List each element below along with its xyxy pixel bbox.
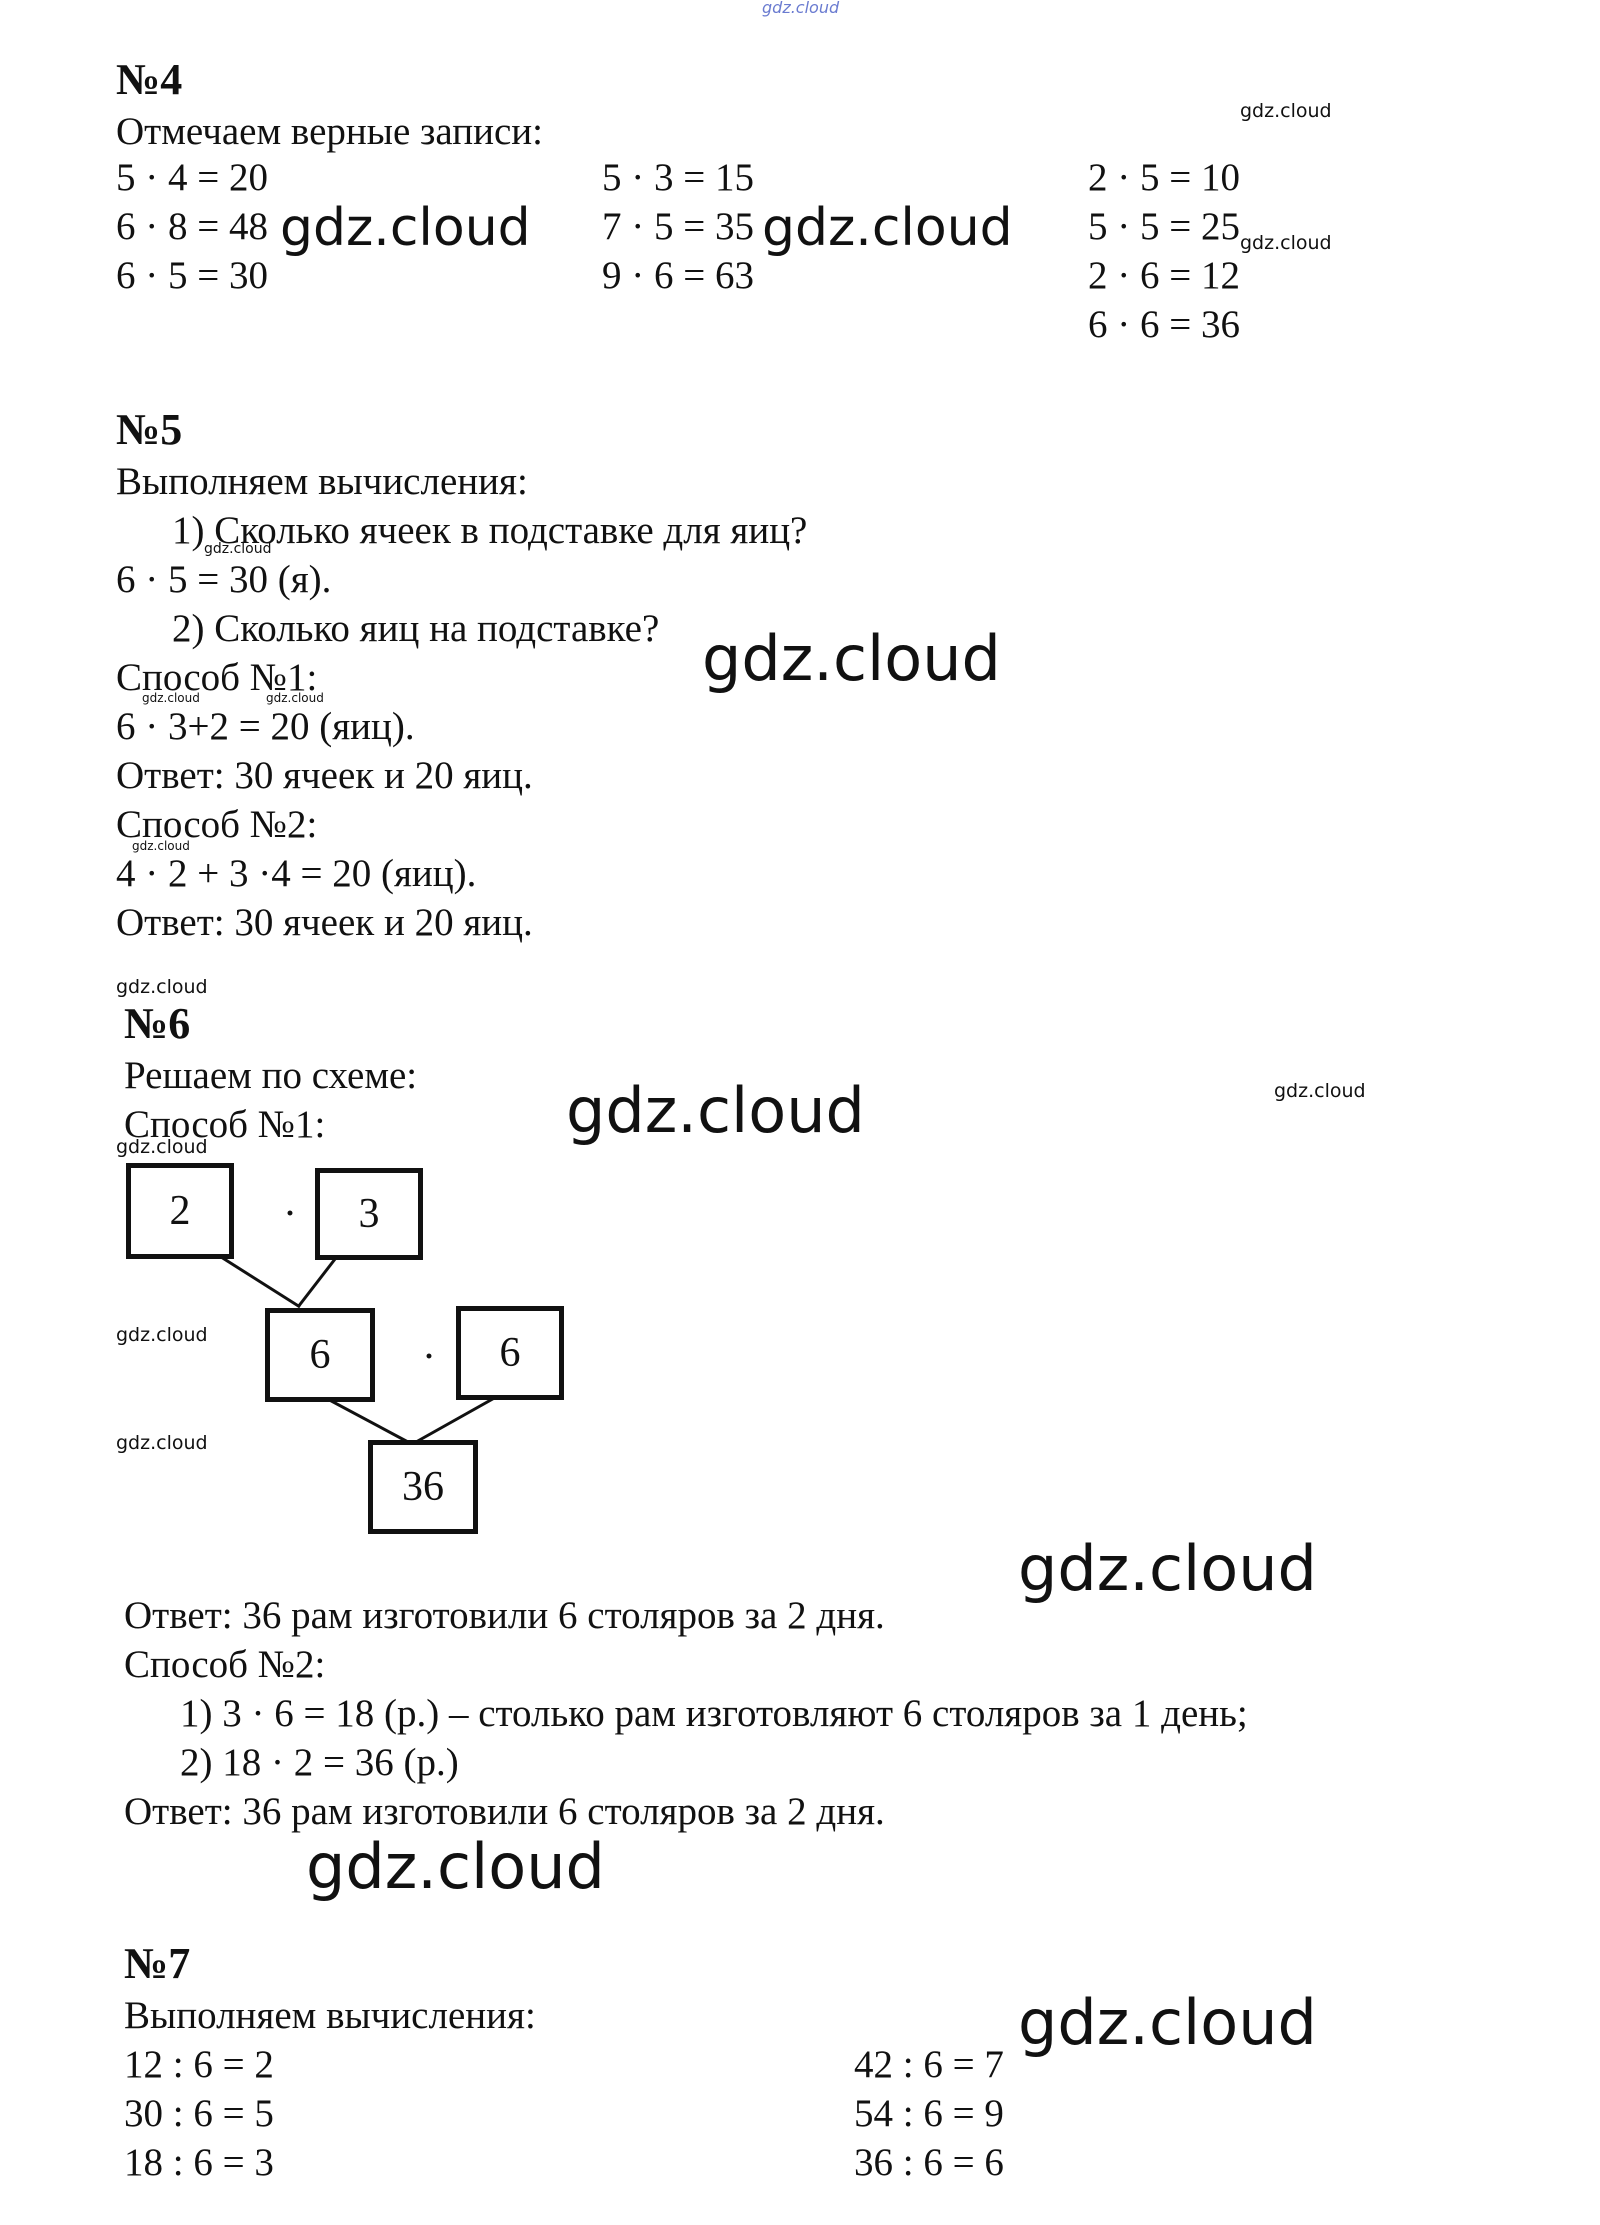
task6-answer2: Ответ: 36 рам изготовили 6 столяров за 2… bbox=[124, 1790, 885, 1833]
task5-title: №5 bbox=[116, 405, 183, 454]
watermark: gdz.cloud bbox=[116, 1324, 208, 1346]
task7-col1-line: 30 : 6 = 5 bbox=[124, 2092, 274, 2135]
task5-question1: 1) Сколько ячеек в подставке для яиц? bbox=[172, 509, 808, 552]
watermark: gdz.cloud bbox=[132, 839, 190, 853]
task5-method2-label: Способ №2: bbox=[116, 803, 318, 846]
task4-col3-line: 6 · 6 = 36 bbox=[1088, 303, 1240, 346]
task6-step2: 2) 18 · 2 = 36 (р.) bbox=[180, 1741, 459, 1784]
task6-title: №6 bbox=[124, 999, 191, 1048]
watermark: gdz.cloud bbox=[116, 1136, 208, 1158]
task6-intro: Решаем по схеме: bbox=[124, 1054, 418, 1097]
task4-col2-line: 9 · 6 = 63 bbox=[602, 254, 754, 297]
task6-answer1: Ответ: 36 рам изготовили 6 столяров за 2… bbox=[124, 1594, 885, 1637]
task5-method1-answer: Ответ: 30 ячеек и 20 яиц. bbox=[116, 754, 533, 797]
task7-title: №7 bbox=[124, 1939, 191, 1988]
watermark-top: gdz.cloud bbox=[762, 0, 840, 17]
task7-col1-line: 12 : 6 = 2 bbox=[124, 2043, 274, 2086]
watermark: gdz.cloud bbox=[280, 198, 531, 258]
watermark: gdz.cloud bbox=[116, 1432, 208, 1454]
task6-method1-label: Способ №1: bbox=[124, 1103, 326, 1146]
task7-col1-line: 18 : 6 = 3 bbox=[124, 2141, 274, 2184]
watermark: gdz.cloud bbox=[702, 622, 1001, 695]
watermark: gdz.cloud bbox=[1018, 1986, 1317, 2059]
scheme-box-product: 6 bbox=[265, 1308, 375, 1402]
watermark: gdz.cloud bbox=[1018, 1532, 1317, 1605]
task6-step1: 1) 3 · 6 = 18 (р.) – столько рам изготов… bbox=[180, 1692, 1248, 1735]
watermark: gdz.cloud bbox=[566, 1074, 865, 1147]
scheme-operator: · bbox=[422, 1334, 436, 1380]
task5-method2-calc: 4 · 2 + 3 ·4 = 20 (яиц). bbox=[116, 852, 477, 895]
task5-question2: 2) Сколько яиц на подставке? bbox=[172, 607, 660, 650]
task4-col1-line: 5 · 4 = 20 bbox=[116, 156, 268, 199]
task7-col2-line: 36 : 6 = 6 bbox=[854, 2141, 1004, 2184]
task5-method1-calc: 6 · 3+2 = 20 (яиц). bbox=[116, 705, 415, 748]
task4-intro: Отмечаем верные записи: bbox=[116, 110, 543, 153]
watermark: gdz.cloud bbox=[204, 541, 272, 557]
watermark: gdz.cloud bbox=[1240, 232, 1332, 254]
task6-method2-label: Способ №2: bbox=[124, 1643, 326, 1686]
scheme-operator: · bbox=[283, 1191, 297, 1237]
task5-method1-label: Способ №1: bbox=[116, 656, 318, 699]
task4-title: №4 bbox=[116, 55, 183, 104]
task4-col2-line: 5 · 3 = 15 bbox=[602, 156, 754, 199]
task4-col2-line: 7 · 5 = 35 bbox=[602, 205, 754, 248]
task7-col2-line: 42 : 6 = 7 bbox=[854, 2043, 1004, 2086]
scheme-box-factor: 2 bbox=[126, 1163, 234, 1259]
task4-col3-line: 2 · 6 = 12 bbox=[1088, 254, 1240, 297]
task4-col1-line: 6 · 8 = 48 bbox=[116, 205, 268, 248]
task4-col1-line: 6 · 5 = 30 bbox=[116, 254, 268, 297]
watermark: gdz.cloud bbox=[306, 1830, 605, 1903]
task5-intro: Выполняем вычисления: bbox=[116, 460, 528, 503]
watermark: gdz.cloud bbox=[1240, 100, 1332, 122]
task7-intro: Выполняем вычисления: bbox=[124, 1994, 536, 2037]
task4-col3-line: 2 · 5 = 10 bbox=[1088, 156, 1240, 199]
task5-calc1: 6 · 5 = 30 (я). bbox=[116, 558, 332, 601]
watermark: gdz.cloud bbox=[1274, 1080, 1366, 1102]
watermark: gdz.cloud bbox=[142, 691, 200, 705]
watermark: gdz.cloud bbox=[762, 198, 1013, 258]
task4-col3-line: 5 · 5 = 25 bbox=[1088, 205, 1240, 248]
task7-col2-line: 54 : 6 = 9 bbox=[854, 2092, 1004, 2135]
watermark: gdz.cloud bbox=[266, 691, 324, 705]
task5-method2-answer: Ответ: 30 ячеек и 20 яиц. bbox=[116, 901, 533, 944]
scheme-box-factor: 3 bbox=[315, 1168, 423, 1260]
scheme-box-result: 36 bbox=[368, 1440, 478, 1534]
watermark: gdz.cloud bbox=[116, 976, 208, 998]
scheme-box-factor: 6 bbox=[456, 1306, 564, 1400]
